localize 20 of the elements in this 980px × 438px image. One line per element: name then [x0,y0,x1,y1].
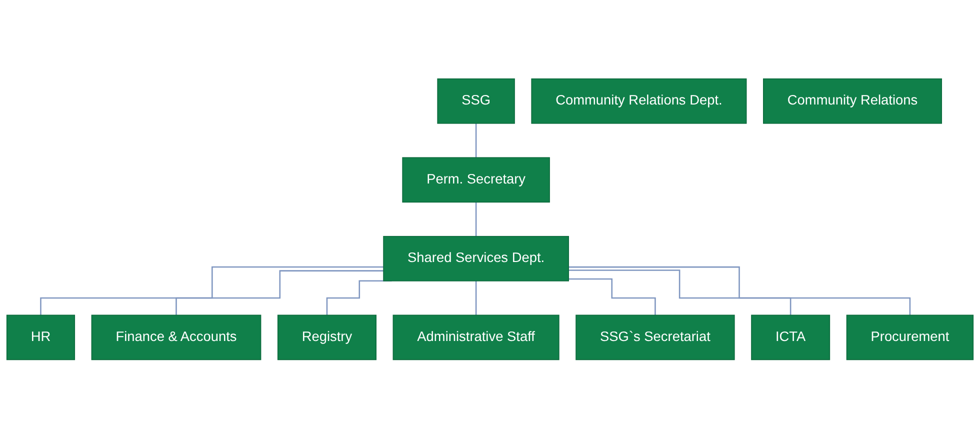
node-box: Shared Services Dept. [383,236,569,282]
node-box: Perm. Secretary [402,156,550,202]
node-box: Registry [277,314,376,360]
connector [568,278,656,316]
node-box: Administrative Staff [392,314,560,360]
node-box: Community Relations Dept. [531,78,747,124]
node-box: ICTA [751,314,830,360]
node-box: Procurement [846,314,974,360]
connector [475,201,477,237]
connector [176,270,384,316]
connector [568,266,911,316]
node-box: Finance & Accounts [91,314,262,360]
connector [475,122,477,158]
connector [40,266,384,316]
connector [568,269,792,316]
node-box: SSG [437,78,515,124]
connector [475,280,477,316]
node-box: SSG`s Secretariat [576,314,735,360]
node-box: HR [6,314,76,360]
node-box: Community Relations [763,78,942,124]
